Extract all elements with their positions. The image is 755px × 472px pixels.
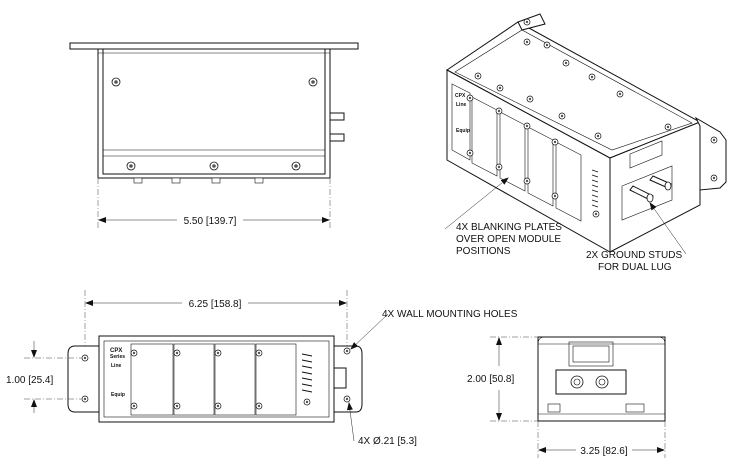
wall-mounting-holes-note: 4X WALL MOUNTING HOLES <box>382 309 518 320</box>
blanking-plates-note-line3: POSITIONS <box>456 246 511 257</box>
front-series-label: Series <box>110 354 125 360</box>
front-line-label: Line <box>111 363 121 369</box>
front-width-dimension: 6.25 [158.8] <box>189 299 242 310</box>
ground-studs-note-line1: 2X GROUND STUDS <box>586 250 682 261</box>
front-height-dimension: 1.00 [25.4] <box>6 375 53 386</box>
iso-line-label: Line <box>456 102 466 108</box>
top-width-dimension: 5.50 [139.7] <box>184 216 237 227</box>
ground-studs-note-line2: FOR DUAL LUG <box>598 262 672 273</box>
front-view: CPX Series Line Equip 6.25 [158.8] 1.00 … <box>6 290 518 447</box>
front-brand-text: CPX <box>110 348 122 354</box>
blanking-plates-note-line1: 4X BLANKING PLATES <box>456 222 562 233</box>
isometric-view: CPX Line Equip <box>444 13 727 273</box>
side-depth-dimension: 3.25 [82.6] <box>580 446 627 457</box>
side-height-dimension: 2.00 [50.8] <box>467 374 514 385</box>
hole-diameter-dimension: 4X Ø.21 [5.3] <box>358 436 417 447</box>
iso-equip-label: Equip <box>456 128 470 134</box>
top-view: 5.50 [139.7] <box>69 42 359 230</box>
blanking-plates-note-line2: OVER OPEN MODULE <box>456 234 561 245</box>
iso-brand-text: CPX <box>455 93 466 99</box>
side-view: 2.00 [50.8] 3.25 [82.6] <box>467 336 666 458</box>
front-equip-label: Equip <box>111 392 125 398</box>
